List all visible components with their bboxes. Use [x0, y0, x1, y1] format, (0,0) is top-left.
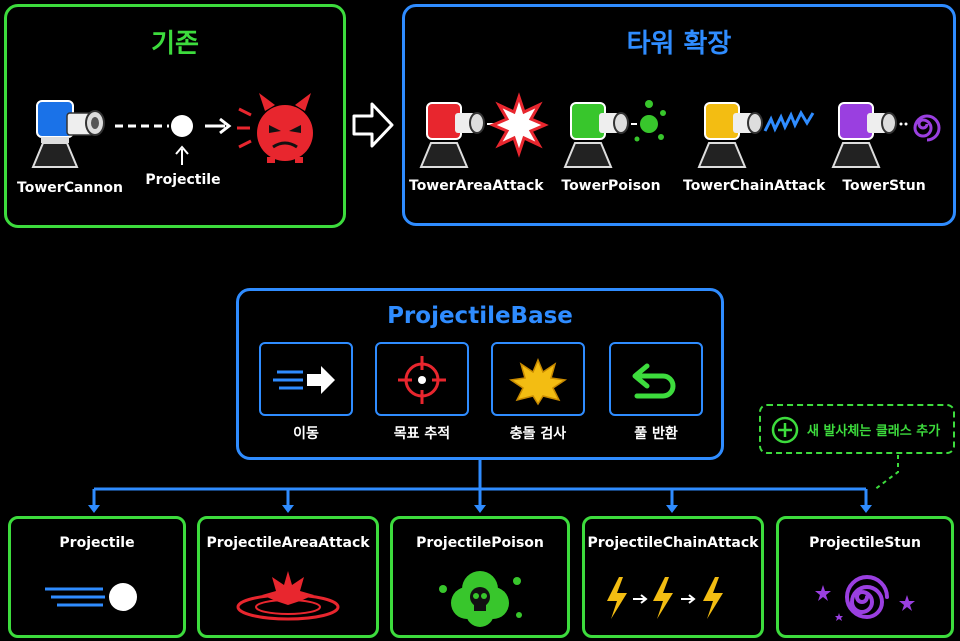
crosshair-icon [398, 356, 446, 404]
feature-target-box [375, 342, 469, 416]
tower-area-attack-icon [419, 92, 549, 168]
extension-title: 타워 확장 [626, 29, 732, 59]
stun-spiral-icon [815, 575, 915, 621]
cannon-scene [31, 93, 313, 168]
tower-chain-attack-icon [697, 102, 815, 168]
plus-circle-icon [771, 416, 799, 444]
tower-stun-icon [831, 102, 941, 168]
child-chain-attack: ProjectileChainAttack [582, 516, 764, 638]
fast-ball-icon [45, 583, 137, 611]
feature-move-label: 이동 [293, 426, 319, 442]
feature-pool-return-box [609, 342, 703, 416]
add-class-note: 새 발사체는 클래스 추가 [759, 404, 955, 454]
projectile-base-panel: ProjectileBase 이동 목표 추적 충돌 검사 풀 반 [236, 288, 724, 460]
existing-panel: 기존 TowerCan [4, 4, 346, 228]
child-area-attack: ProjectileAreaAttack [197, 516, 379, 638]
child-stun-title: ProjectileStun [809, 535, 921, 551]
tower-stun-label: TowerStun [842, 178, 926, 194]
tower-poison-label: TowerPoison [561, 178, 661, 194]
tower-poison-icon [563, 100, 666, 168]
tower-cannon-icon [31, 100, 105, 168]
feature-target-label: 목표 추적 [393, 426, 451, 442]
poison-cloud-skull-icon [439, 571, 522, 627]
existing-title: 기존 [151, 29, 199, 59]
projectile-base-title: ProjectileBase [387, 303, 573, 329]
return-arrow-icon [632, 363, 676, 399]
child-projectile-title: Projectile [59, 535, 135, 551]
dash-arrow-icon [273, 366, 335, 394]
tower-chain-attack-label: TowerChainAttack [683, 178, 826, 194]
area-blast-icon [236, 571, 340, 621]
feature-pool-return-label: 풀 반환 [634, 426, 678, 442]
feature-collision-label: 충돌 검사 [509, 426, 567, 442]
extension-panel: 타워 확장 [402, 4, 956, 226]
child-poison-title: ProjectilePoison [416, 535, 544, 551]
chain-lightning-icon [607, 577, 723, 619]
tower-variants [419, 92, 941, 168]
projectile-label: Projectile [145, 172, 221, 188]
feature-move-box [259, 342, 353, 416]
explosion-icon [508, 358, 568, 406]
child-stun: ProjectileStun [776, 516, 954, 638]
monster-icon [237, 93, 313, 163]
tower-area-attack-label: TowerAreaAttack [409, 178, 544, 194]
tower-cannon-label: TowerCannon [17, 180, 123, 196]
child-projectile: Projectile [8, 516, 186, 638]
hollow-arrow-icon [352, 102, 394, 148]
feature-collision-box [491, 342, 585, 416]
child-chain-attack-title: ProjectileChainAttack [587, 535, 759, 551]
child-poison: ProjectilePoison [390, 516, 570, 638]
add-class-note-text: 새 발사체는 클래스 추가 [807, 424, 941, 439]
child-area-attack-title: ProjectileAreaAttack [206, 535, 370, 551]
projectile-ball-icon [171, 115, 193, 137]
